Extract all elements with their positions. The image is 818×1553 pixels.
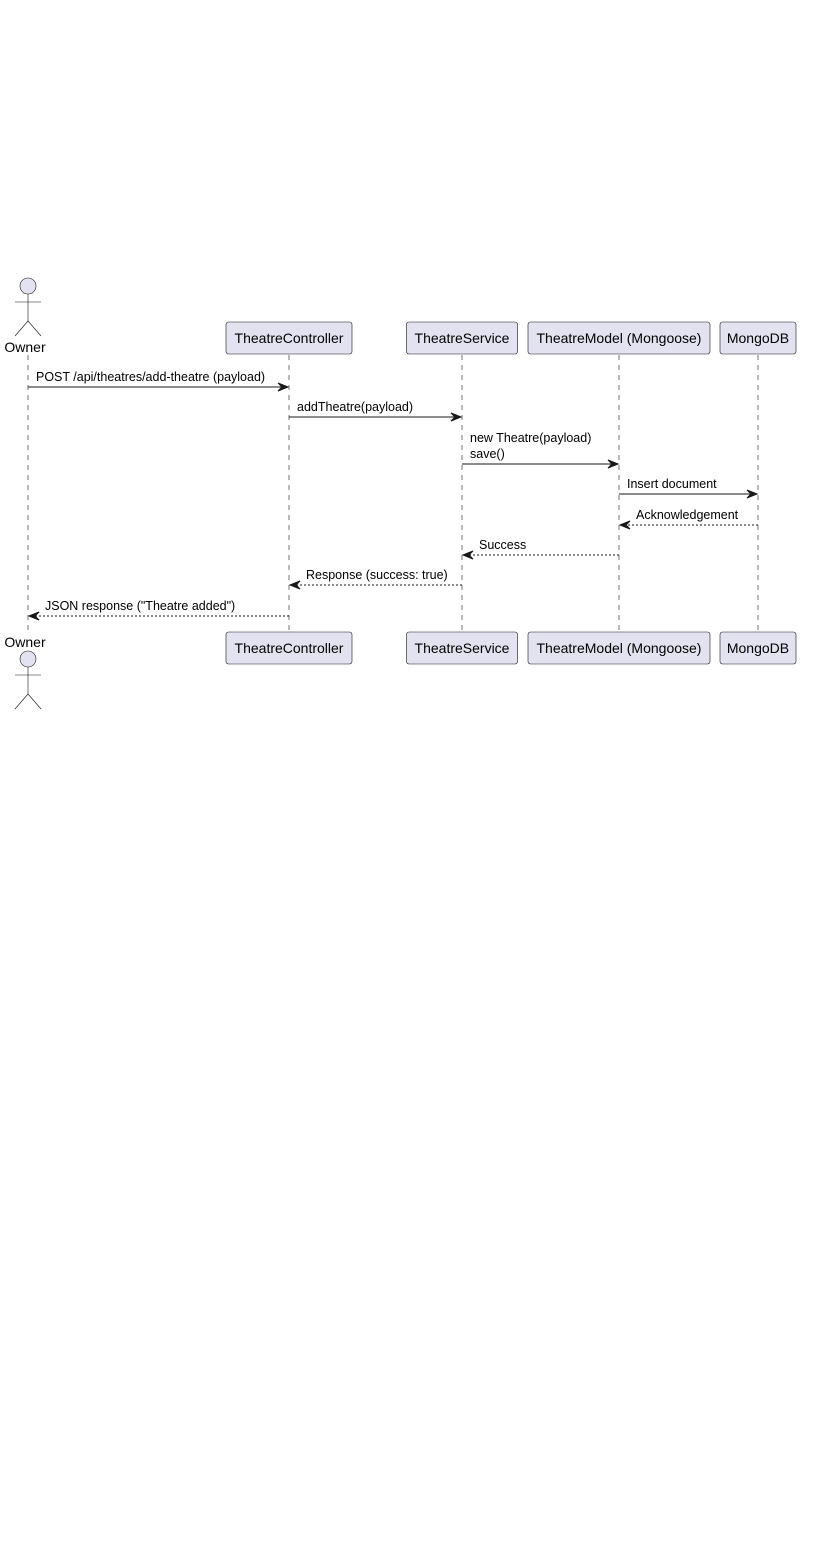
message-label-save: save() [470,447,505,461]
message-label-insert-document: Insert document [627,477,717,491]
participant-db-bottom: MongoDB [719,631,797,665]
message-3: new Theatre(payload) save() [462,431,620,469]
participant-label: TheatreModel (Mongoose) [537,640,702,656]
arrow-head [746,489,759,499]
messages: POST /api/theatres/add-theatre (payload)… [27,370,759,621]
participant-model-top: TheatreModel (Mongoose) [527,321,711,355]
message-label-acknowledgement: Acknowledgement [636,508,739,522]
arrow-head [288,580,301,590]
participant-service-top: TheatreService [406,321,518,355]
message-1: POST /api/theatres/add-theatre (payload) [28,370,290,392]
arrow-head [618,520,631,530]
arrow-head [607,459,620,469]
message-7: Response (success: true) [288,568,462,590]
participant-controller-bottom: TheatreController [225,631,353,665]
participant-box [527,631,711,665]
participant-box [225,321,353,355]
message-2: addTheatre(payload) [289,400,463,422]
actor-leg-left [14,320,29,337]
message-8: JSON response ("Theatre added") [27,599,289,621]
participant-label: TheatreController [235,640,344,656]
participant-label: MongoDB [727,640,789,656]
message-label-addtheatre-payload: addTheatre(payload) [297,400,413,414]
actor-leg-right [27,693,42,710]
arrow-head [450,412,463,422]
participant-box [719,321,797,355]
participant-model-bottom: TheatreModel (Mongoose) [527,631,711,665]
participant-service-bottom: TheatreService [406,631,518,665]
participant-label: TheatreModel (Mongoose) [537,330,702,346]
participant-label: MongoDB [727,330,789,346]
message-label-success: Success [479,538,526,552]
message-label-new-theatre-payload: new Theatre(payload) [470,431,591,445]
actor-head [19,277,37,295]
participant-box [719,631,797,665]
lifelines [27,355,759,631]
participant-box [527,321,711,355]
actor-leg-left [14,693,29,710]
arrow-head [277,382,290,392]
participant-controller-top: TheatreController [225,321,353,355]
participant-box [225,631,353,665]
message-label-post-api-theatres-add-theatre-payload: POST /api/theatres/add-theatre (payload) [36,370,265,384]
participant-label: TheatreService [415,330,510,346]
arrow-head [27,611,40,621]
participant-label: TheatreService [415,640,510,656]
participants: OwnerOwnerTheatreControllerTheatreContro… [4,277,797,710]
message-5: Acknowledgement [618,508,758,530]
message-label-json-response-theatre-added: JSON response ("Theatre added") [45,599,235,613]
participant-db-top: MongoDB [719,321,797,355]
actor-figure-bottom [14,650,42,710]
message-label-response-success-true: Response (success: true) [306,568,448,582]
actor-leg-right [27,320,42,337]
message-6: Success [461,538,619,560]
arrow-head [461,550,474,560]
message-4: Insert document [619,477,759,499]
participant-label: TheatreController [235,330,344,346]
actor-label-top: Owner [4,339,46,355]
participant-box [406,631,518,665]
actor-head [19,650,37,668]
participant-box [406,321,518,355]
actor-label-bottom: Owner [4,634,46,650]
actor-figure-top [14,277,42,337]
